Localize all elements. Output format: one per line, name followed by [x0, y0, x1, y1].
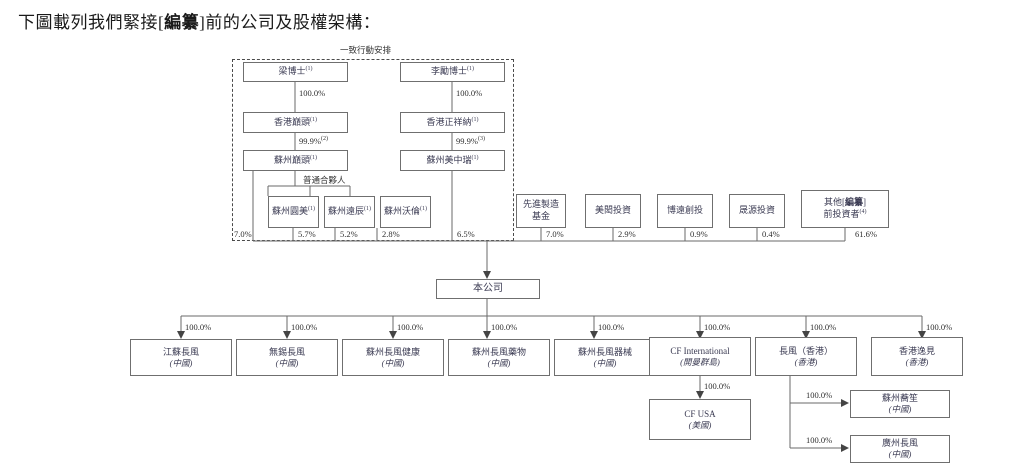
node-sz-yuanmei[interactable]: 蘇州圓美(1) — [268, 196, 319, 228]
node-sz-yuanchen-label: 蘇州遠辰(1) — [327, 206, 371, 217]
pct-other-investors: 61.6% — [855, 229, 877, 239]
node-sz-meizhongrui-label: 蘇州美中瑞(1) — [426, 154, 479, 165]
node-other-pre-ipo-investors-line2: 前投資者(4) — [823, 209, 867, 219]
node-advanced-manufacturing-fund-line2: 基金 — [531, 211, 550, 221]
node-sz-changfeng-device[interactable]: 蘇州長風器械 (中國) — [554, 339, 656, 376]
pct-sub-4: 100.0% — [491, 322, 518, 332]
node-the-company-label: 本公司 — [473, 282, 503, 294]
node-cf-international[interactable]: CF International (開曼群島) — [649, 337, 751, 376]
node-sz-diandou[interactable]: 蘇州巔頭(1) — [243, 150, 348, 171]
pct-sub-1: 100.0% — [185, 322, 212, 332]
node-boyuan-venture-label: 博遠創投 — [666, 205, 703, 216]
node-li-doctor[interactable]: 李勵博士(1) — [400, 62, 505, 82]
general-partner-label: 普通合夥人 — [303, 175, 346, 185]
pct-sub-3: 100.0% — [397, 322, 424, 332]
node-sz-yuanchen[interactable]: 蘇州遠辰(1) — [324, 196, 375, 228]
heading-text-bold: 編纂 — [164, 13, 200, 32]
node-chenyuan-investment[interactable]: 晟源投資 — [729, 194, 785, 228]
pct-chenyuan: 0.4% — [762, 229, 780, 239]
node-guangzhou-changfeng-label: 廣州長風 — [881, 438, 918, 449]
node-sz-changfeng-device-label: 蘇州長風器械 — [577, 346, 632, 357]
pct-sub-7: 100.0% — [810, 322, 837, 332]
pct-yuanmei: 5.7% — [298, 229, 316, 239]
node-sz-qiaosheng-label: 蘇州蕎笙 — [881, 393, 918, 404]
node-hk-yijian-label: 香港逸見 — [898, 345, 935, 356]
node-guangzhou-changfeng[interactable]: 廣州長風 (中國) — [850, 435, 950, 463]
node-hk-zhengxiangna[interactable]: 香港正祥納(1) — [400, 112, 505, 133]
node-other-pre-ipo-investors[interactable]: 其他[編纂] 前投資者(4) — [801, 190, 889, 228]
node-cf-usa-label: CF USA — [684, 408, 716, 419]
page-heading: 下圖載列我們緊接[編纂]前的公司及股權架構： — [18, 8, 380, 33]
node-meiguan-investment[interactable]: 美閎投資 — [585, 194, 641, 228]
pct-li-to-hk: 100.0% — [456, 88, 483, 98]
node-li-doctor-label: 李勵博士(1) — [430, 66, 474, 77]
node-sz-changfeng-health-jurisdiction: (中國) — [381, 357, 405, 368]
node-sz-changfeng-device-jurisdiction: (中國) — [593, 357, 617, 368]
node-sz-yuanmei-label: 蘇州圓美(1) — [271, 206, 315, 217]
node-sz-meizhongrui[interactable]: 蘇州美中瑞(1) — [400, 150, 505, 171]
pct-liang-to-hk: 100.0% — [299, 88, 326, 98]
node-changfeng-hongkong-jurisdiction: (香港) — [794, 356, 818, 367]
node-the-company[interactable]: 本公司 — [436, 279, 540, 299]
node-sz-wolun[interactable]: 蘇州沃倫(1) — [380, 196, 431, 228]
pct-yuanchen: 5.2% — [340, 229, 358, 239]
pct-szdiandou-direct: 7.0% — [234, 229, 252, 239]
pct-sub-5: 100.0% — [598, 322, 625, 332]
node-wuxi-changfeng-label: 無錫長風 — [268, 346, 305, 357]
node-sz-diandou-label: 蘇州巔頭(1) — [273, 154, 317, 165]
node-liang-doctor-label: 梁博士(1) — [278, 66, 313, 77]
node-cf-international-jurisdiction: (開曼群島) — [680, 356, 720, 367]
node-hk-yijian[interactable]: 香港逸見 (香港) — [871, 337, 963, 376]
pct-cf-usa: 100.0% — [704, 381, 731, 391]
node-jiangsu-changfeng-jurisdiction: (中國) — [169, 357, 193, 368]
pct-meiguan: 2.9% — [618, 229, 636, 239]
node-jiangsu-changfeng[interactable]: 江蘇長風 (中國) — [130, 339, 232, 376]
pct-advanced-manufacturing-fund: 7.0% — [546, 229, 564, 239]
pct-wolun: 2.8% — [382, 229, 400, 239]
node-hk-yijian-jurisdiction: (香港) — [905, 356, 929, 367]
pct-szmeizhongrui-direct: 6.5% — [457, 229, 475, 239]
heading-text-before: 下圖載列我們緊接[ — [18, 13, 165, 32]
node-sz-changfeng-pharma[interactable]: 蘇州長風藥物 (中國) — [448, 339, 550, 376]
node-liang-doctor[interactable]: 梁博士(1) — [243, 62, 348, 82]
node-hk-diandou[interactable]: 香港巔頭(1) — [243, 112, 348, 133]
pct-sub-6: 100.0% — [704, 322, 731, 332]
node-sz-changfeng-pharma-label: 蘇州長風藥物 — [471, 346, 526, 357]
pct-sub-2: 100.0% — [291, 322, 318, 332]
node-wuxi-changfeng[interactable]: 無錫長風 (中國) — [236, 339, 338, 376]
node-jiangsu-changfeng-label: 江蘇長風 — [162, 346, 199, 357]
node-advanced-manufacturing-fund[interactable]: 先進製造 基金 — [516, 194, 566, 228]
node-meiguan-investment-label: 美閎投資 — [594, 205, 631, 216]
node-boyuan-venture[interactable]: 博遠創投 — [657, 194, 713, 228]
node-sz-qiaosheng-jurisdiction: (中國) — [888, 404, 912, 415]
node-sz-changfeng-health[interactable]: 蘇州長風健康 (中國) — [342, 339, 444, 376]
node-cf-usa-jurisdiction: (美國) — [688, 419, 712, 430]
pct-guangzhou-changfeng: 100.0% — [806, 435, 833, 445]
pct-hkzheng-to-szmei: 99.9%(3) — [456, 136, 485, 146]
node-other-pre-ipo-investors-line1: 其他[編纂] — [823, 197, 866, 208]
concert-party-label: 一致行動安排 — [340, 45, 392, 55]
node-cf-international-label: CF International — [670, 345, 730, 356]
node-sz-changfeng-pharma-jurisdiction: (中國) — [487, 357, 511, 368]
node-hk-diandou-label: 香港巔頭(1) — [273, 116, 317, 127]
node-changfeng-hongkong-label: 長風（香港） — [778, 345, 833, 356]
pct-sz-qiaosheng: 100.0% — [806, 390, 833, 400]
pct-boyuan: 0.9% — [690, 229, 708, 239]
node-advanced-manufacturing-fund-line1: 先進製造 — [522, 199, 559, 210]
node-hk-zhengxiangna-label: 香港正祥納(1) — [426, 116, 479, 127]
node-sz-wolun-label: 蘇州沃倫(1) — [383, 206, 427, 217]
node-guangzhou-changfeng-jurisdiction: (中國) — [888, 449, 912, 460]
node-sz-qiaosheng[interactable]: 蘇州蕎笙 (中國) — [850, 390, 950, 418]
node-wuxi-changfeng-jurisdiction: (中國) — [275, 357, 299, 368]
heading-text-after: ]前的公司及股權架構： — [199, 13, 381, 32]
node-changfeng-hongkong[interactable]: 長風（香港） (香港) — [755, 337, 857, 376]
pct-sub-8: 100.0% — [926, 322, 953, 332]
node-chenyuan-investment-label: 晟源投資 — [738, 205, 775, 216]
pct-hkdiandou-to-szdiandou: 99.9%(2) — [299, 136, 328, 146]
node-cf-usa[interactable]: CF USA (美國) — [649, 399, 751, 440]
node-sz-changfeng-health-label: 蘇州長風健康 — [365, 346, 420, 357]
